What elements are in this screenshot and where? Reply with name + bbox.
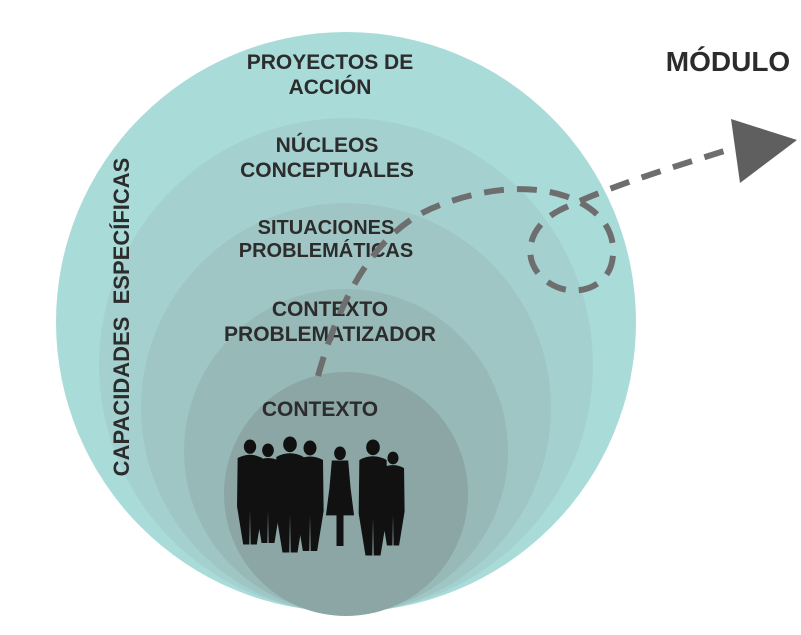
dashed-path [315,145,735,377]
label-nucleos-1: NÚCLEOS [276,133,379,157]
person-silhouette [325,446,355,546]
person-silhouette [358,439,388,556]
person-silhouette [381,451,405,546]
arrowhead-icon [731,119,797,183]
label-contexto: CONTEXTO [262,398,378,421]
modulo-label: MÓDULO [666,46,790,77]
label-situaciones-1: SITUACIONES [258,217,395,239]
label-nucleos-2: CONCEPTUALES [240,159,414,182]
person-silhouette [255,443,281,543]
label-proyectos-2: ACCIÓN [289,75,372,99]
label-situaciones-2: PROBLEMÁTICAS [239,239,413,262]
label-contexto-prob-1: CONTEXTO [272,298,388,321]
label-proyectos-1: PROYECTOS DE [247,51,413,74]
people-silhouette-icon [237,436,405,556]
capacidades-label: CAPACIDADES ESPECÍFICAS [109,158,134,477]
person-silhouette [296,440,324,551]
